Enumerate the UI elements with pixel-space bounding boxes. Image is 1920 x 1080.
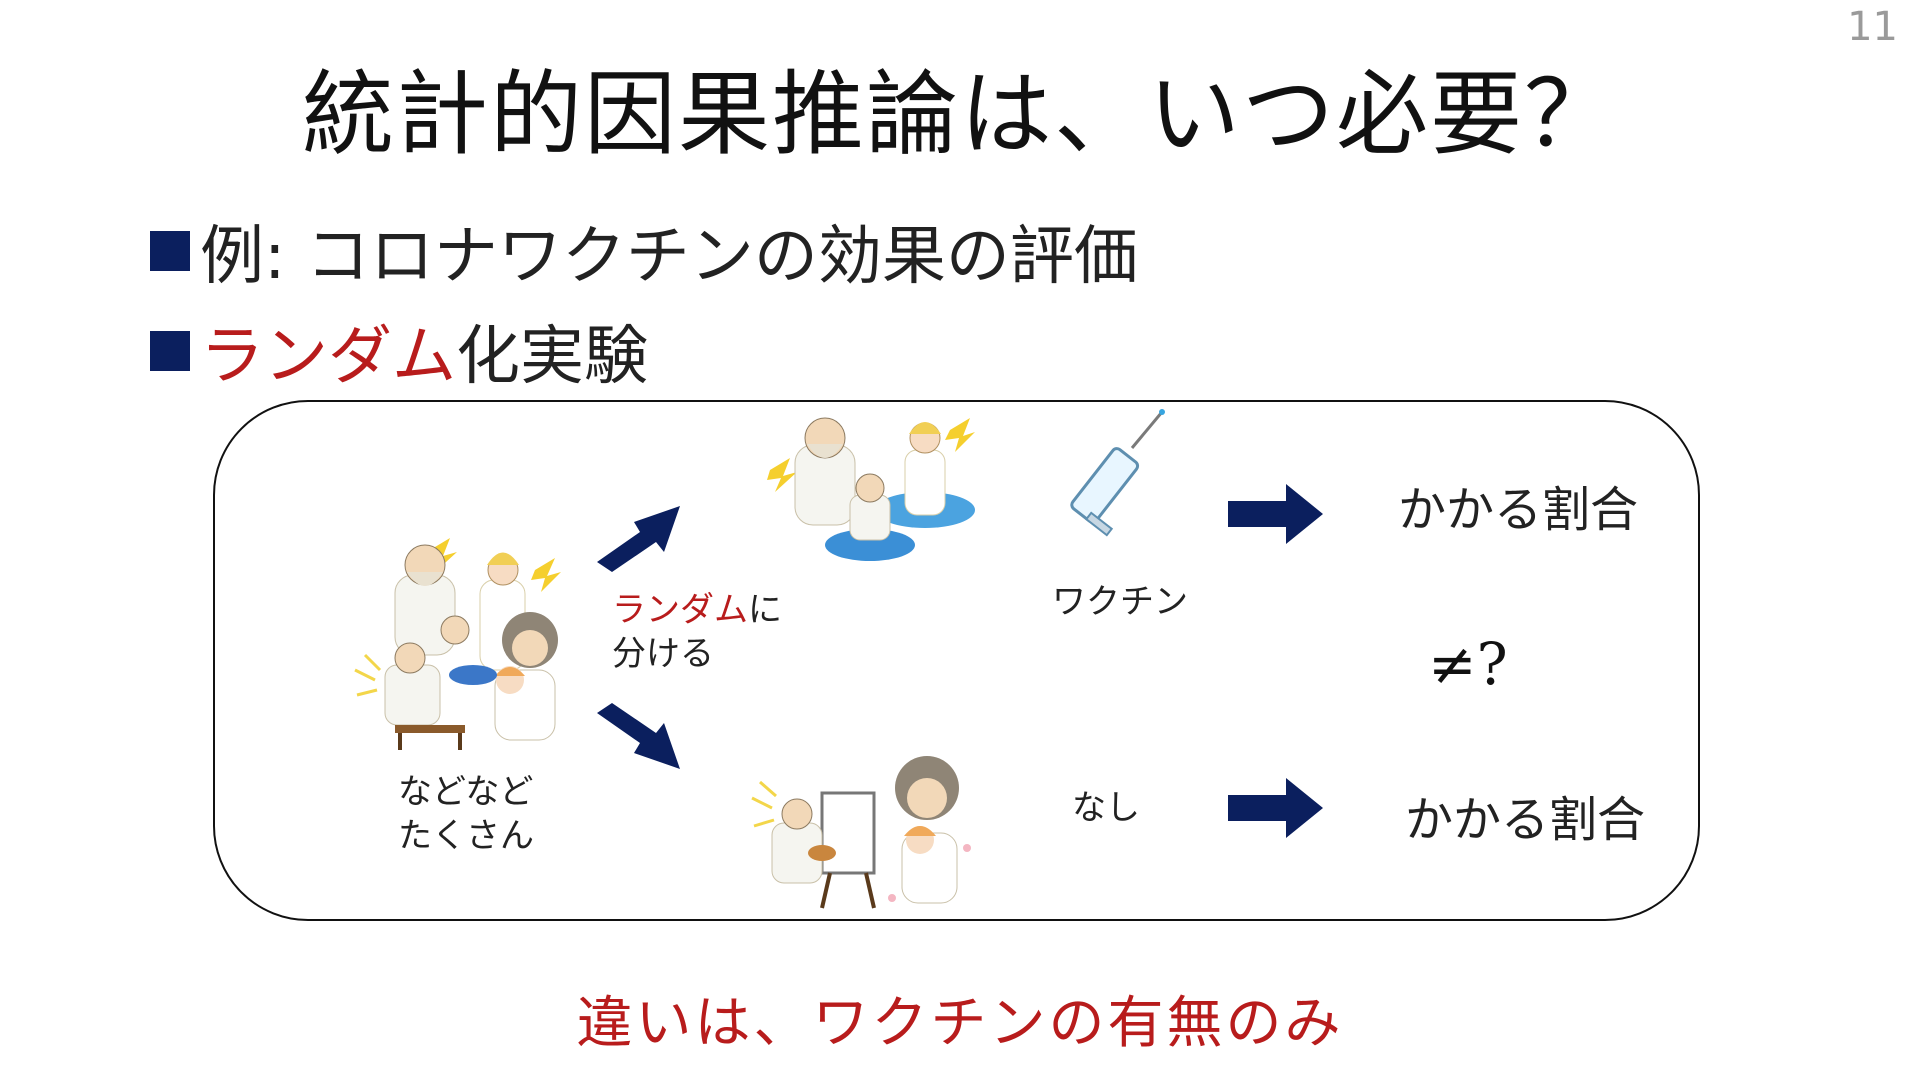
population-label: などなど たくさん <box>398 770 534 858</box>
diagram-box <box>213 400 1700 921</box>
page-title: 統計的因果推論は、いつ必要？ <box>301 61 1618 168</box>
random-split-highlight: ランダム <box>612 590 748 630</box>
sun-rays-icon <box>751 780 777 828</box>
syringe-icon <box>1070 409 1165 537</box>
bullet-randomized-text: 化実験 <box>456 320 648 394</box>
bullet-highlight-text: ランダム <box>200 320 456 394</box>
arrow-down-right-icon <box>597 703 680 769</box>
arrow-up-right-icon <box>597 506 680 572</box>
bullet-randomized-experiment: ランダム 化実験 <box>150 305 648 397</box>
population-label-line2: たくさん <box>398 816 534 856</box>
bullet-example-text: 例: コロナワクチンの効果の評価 <box>200 220 1138 294</box>
sun-rays-icon <box>354 653 382 697</box>
control-outcome: かかる割合 <box>1405 792 1646 848</box>
bullet-square-icon <box>150 331 190 371</box>
random-split-suffix: に <box>748 590 782 630</box>
slide-number: 11 <box>1847 4 1898 50</box>
control-group-illustration <box>751 756 971 909</box>
treatment-label: ワクチン <box>1052 582 1188 622</box>
treatment-group-illustration <box>767 417 975 561</box>
bullet-square-icon <box>150 231 190 271</box>
random-split-label: ランダムに 分ける <box>612 588 782 676</box>
bullet-example: 例: コロナワクチンの効果の評価 <box>150 205 1138 297</box>
population-group-illustration <box>354 538 561 750</box>
treatment-outcome: かかる割合 <box>1398 482 1639 538</box>
arrow-right-icon <box>1228 778 1323 838</box>
population-label-line1: などなど <box>398 772 534 812</box>
comparison-symbol: ≠? <box>1428 630 1508 698</box>
random-split-line2: 分ける <box>612 634 714 674</box>
random-split-line1: ランダムに <box>612 588 782 632</box>
lightning-icon <box>767 418 975 492</box>
footer-conclusion: 違いは、ワクチンの有無のみ <box>576 991 1344 1056</box>
control-label: なし <box>1072 788 1140 828</box>
arrow-right-icon <box>1228 484 1323 544</box>
